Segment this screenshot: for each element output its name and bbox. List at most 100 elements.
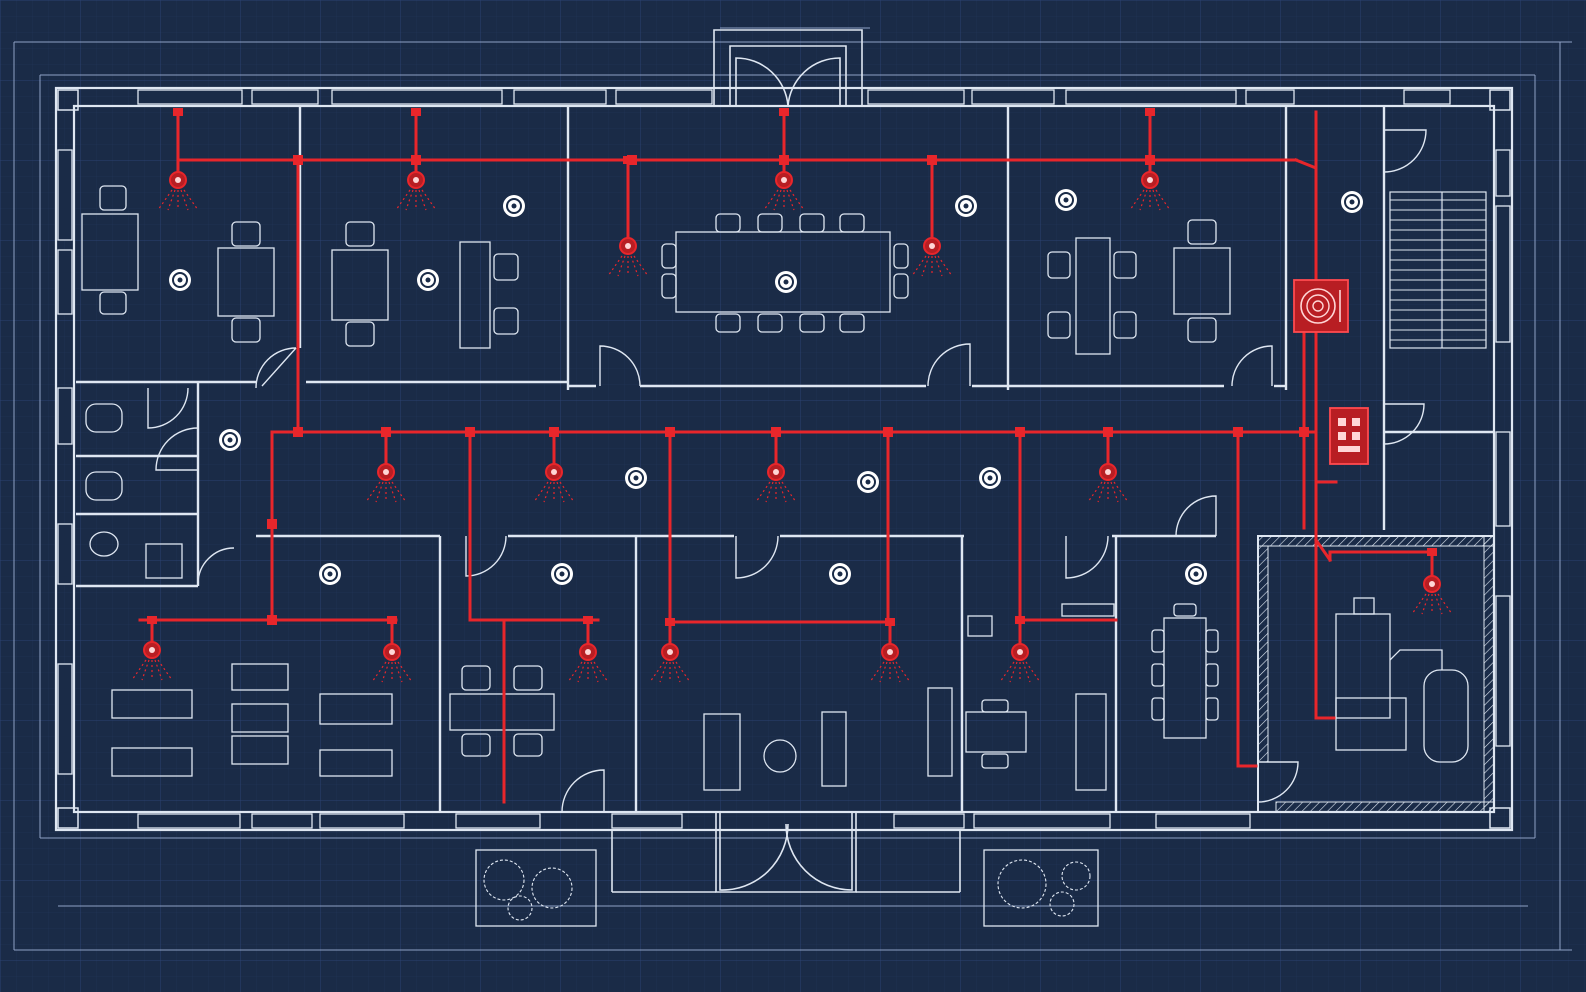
shrub-icon [1061, 861, 1091, 891]
desk [111, 747, 193, 777]
chair [493, 253, 519, 281]
chair [1187, 219, 1217, 245]
chair [1151, 697, 1165, 721]
shrub-icon [531, 867, 573, 909]
desk [81, 213, 139, 291]
sprinkler-head-icon [395, 108, 437, 211]
smoke-detector-icon [319, 563, 341, 585]
pump-motor [1353, 597, 1375, 615]
chair [513, 665, 543, 691]
chair [661, 243, 677, 269]
desk [231, 663, 289, 691]
coffee-table [763, 739, 797, 773]
chair [757, 213, 783, 233]
pump-unit [1335, 697, 1407, 751]
sprinkler-head-icon [157, 108, 199, 211]
desk [1075, 237, 1111, 355]
smoke-detectors [169, 189, 1363, 585]
desk [111, 689, 193, 719]
planter-east [983, 849, 1099, 927]
doors [147, 129, 1427, 813]
sprinkler-head-icon [533, 428, 575, 503]
bench [821, 711, 847, 787]
sprinkler-head-icon [869, 618, 911, 683]
chair [981, 699, 1009, 713]
mechanical-room [1257, 535, 1495, 813]
appliance [1075, 693, 1107, 791]
desk [449, 693, 555, 731]
chair [1205, 629, 1219, 653]
chair [345, 321, 375, 347]
chair [839, 213, 865, 233]
fire-alarm-panel-icon [1329, 407, 1369, 465]
sprinkler-heads [131, 108, 1453, 683]
interior-walls [76, 106, 1494, 812]
entrance-south [611, 812, 961, 893]
smoke-detector-icon [219, 429, 241, 451]
chair [461, 733, 491, 757]
chair [715, 213, 741, 233]
shrub-icon [1049, 891, 1075, 917]
smoke-detector-icon [979, 467, 1001, 489]
shrub-icons [483, 859, 1091, 921]
smoke-detector-icon [1341, 191, 1363, 213]
planters [475, 849, 1099, 927]
cabinet [927, 687, 953, 777]
chair [99, 291, 127, 315]
smoke-detector-icon [503, 195, 525, 217]
sprinkler-head-icon [755, 428, 797, 503]
entrance-north [713, 29, 863, 107]
smoke-detector-icon [1185, 563, 1207, 585]
chair [345, 221, 375, 247]
sprinkler-head-icon [365, 428, 407, 503]
smoke-detector-icon [1055, 189, 1077, 211]
smoke-detector-icon [625, 467, 647, 489]
chair [1113, 311, 1137, 339]
chair [799, 313, 825, 333]
sprinkler-head-icon [1129, 108, 1171, 211]
chair [1151, 663, 1165, 687]
chair [1187, 317, 1217, 343]
chair [1047, 251, 1071, 279]
sprinkler-head-icon [649, 618, 691, 683]
toilet-icon [85, 471, 123, 501]
sink-icon [967, 615, 993, 637]
chair [461, 665, 491, 691]
sofa [703, 713, 741, 791]
sprinkler-head-icon [999, 616, 1041, 683]
chair [893, 243, 909, 269]
chair [1113, 251, 1137, 279]
chair [513, 733, 543, 757]
smoke-detector-icon [955, 195, 977, 217]
chair [231, 221, 261, 247]
smoke-detector-icon [829, 563, 851, 585]
desk [319, 749, 393, 777]
shrub-icon [483, 859, 525, 901]
fire-hose-reel-icon [1293, 279, 1349, 333]
planter-west [475, 849, 597, 927]
chair [661, 273, 677, 299]
desk [331, 249, 389, 321]
shower-icon [145, 543, 183, 579]
chair [757, 313, 783, 333]
desk [217, 247, 275, 317]
desk [231, 703, 289, 733]
chair [839, 313, 865, 333]
smoke-detector-icon [857, 471, 879, 493]
smoke-detector-icon [775, 271, 797, 293]
chair [715, 313, 741, 333]
windows [57, 89, 1511, 829]
sprinkler-head-icon [1411, 548, 1453, 615]
chair [799, 213, 825, 233]
sprinkler-head-icon [371, 616, 413, 683]
furniture [81, 185, 1469, 791]
toilet-icon [85, 403, 123, 433]
desk [1173, 247, 1231, 315]
staircase [1389, 191, 1487, 349]
smoke-detector-icon [417, 269, 439, 291]
shrub-icon [507, 895, 533, 921]
sprinkler-head-icon [131, 616, 173, 681]
dimension-lines [13, 27, 1572, 951]
sprinkler-head-icon [567, 616, 609, 683]
